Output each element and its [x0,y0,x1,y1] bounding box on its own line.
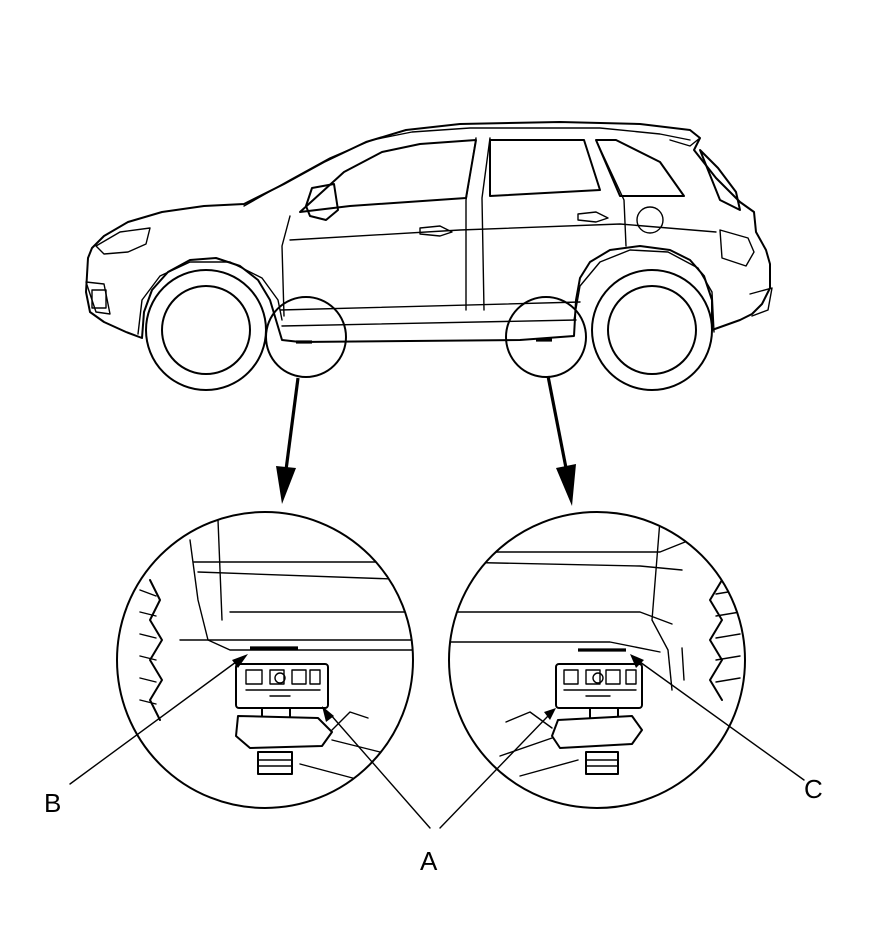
rear-wheel [591,269,713,391]
front-zoom-arrow [276,377,300,504]
front-wheel [145,269,267,391]
callout-leaders [69,654,805,829]
vehicle-side-view [85,121,773,391]
rear-lift-point-detail [448,511,746,809]
callout-label-c: C [804,774,823,804]
front-lift-point-detail [116,511,414,809]
callout-label-a: A [420,846,438,876]
rear-zoom-arrow [546,375,576,506]
front-lift-point-highlight [265,296,347,378]
rear-lift-point-highlight [505,296,587,378]
callout-label-b: B [44,788,61,818]
